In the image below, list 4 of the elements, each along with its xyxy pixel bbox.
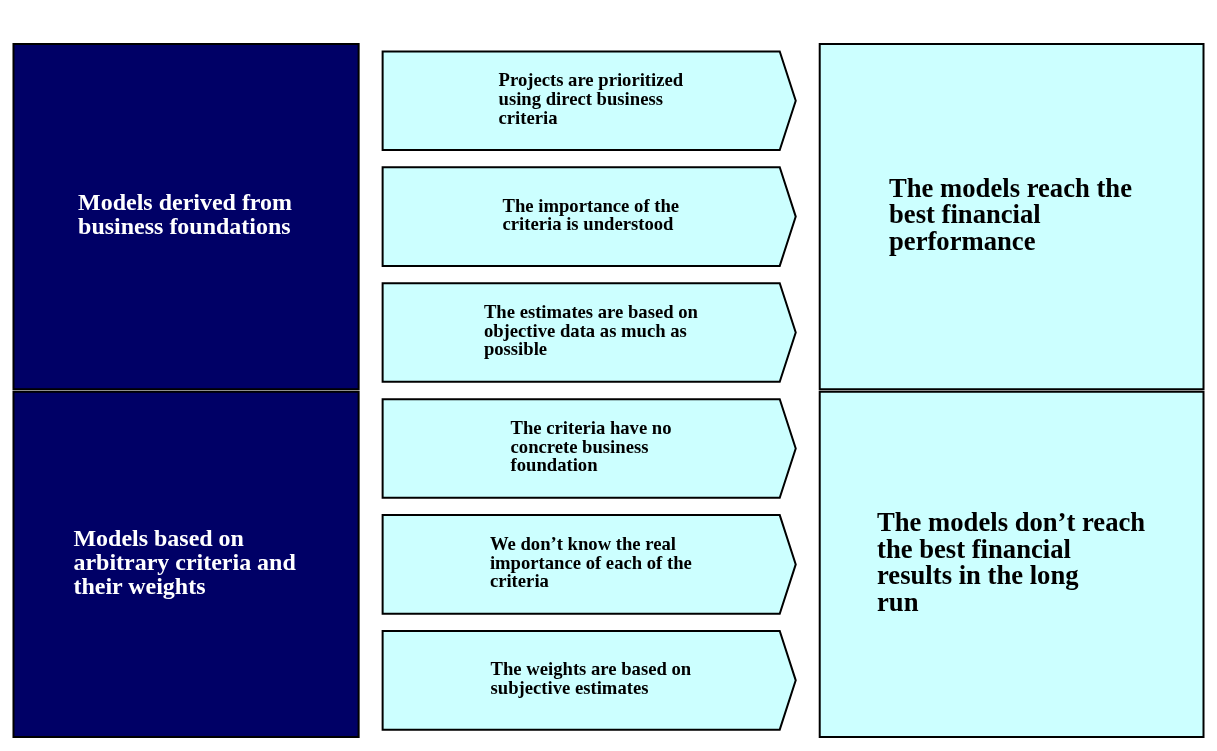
node-box: Models based on arbitrary criteria and their weights [12, 390, 360, 738]
node-box: Models derived from business foundations [12, 42, 360, 390]
node-box: The models don’t reach the best financial results in the long run [818, 390, 1205, 738]
node-box: The models reach the best financial performance [818, 42, 1205, 390]
